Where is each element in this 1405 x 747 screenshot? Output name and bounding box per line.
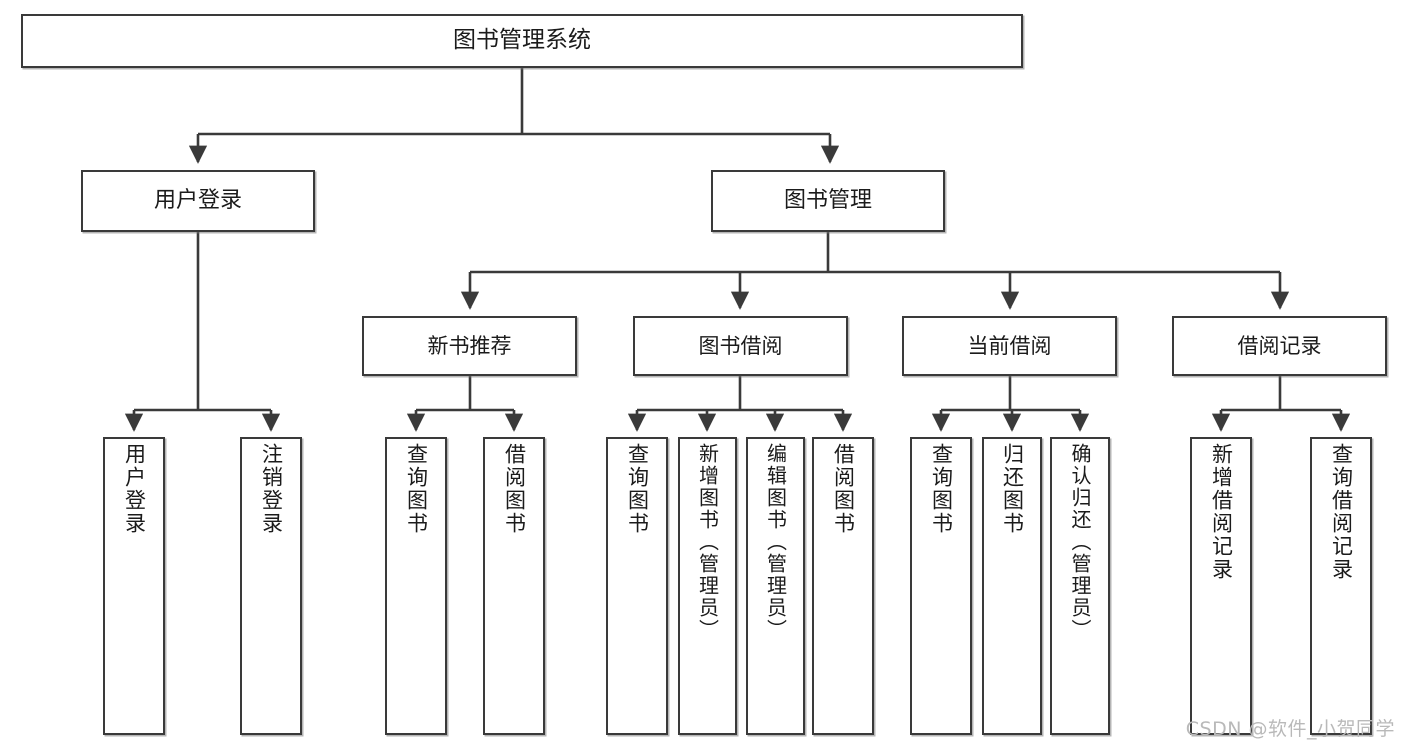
node-label: 借阅记录	[1237, 333, 1322, 358]
leaf-confirm-return-admin[interactable]: 确认归还（管理员）	[1050, 437, 1110, 735]
node-label: 注销登录	[259, 443, 284, 535]
leaf-borrow-book-recommend[interactable]: 借阅图书	[483, 437, 545, 735]
node-label: 确认归还（管理员）	[1068, 443, 1092, 641]
leaf-logout[interactable]: 注销登录	[240, 437, 302, 735]
node-label: 查询图书	[929, 443, 954, 535]
node-label: 用户登录	[122, 443, 147, 535]
leaf-add-book-admin[interactable]: 新增图书（管理员）	[678, 437, 737, 735]
leaf-return-book[interactable]: 归还图书	[982, 437, 1042, 735]
node-label: 查询图书	[625, 443, 650, 535]
node-current-borrow[interactable]: 当前借阅	[902, 316, 1117, 376]
leaf-add-borrow-record[interactable]: 新增借阅记录	[1190, 437, 1252, 735]
node-label: 新增借阅记录	[1209, 443, 1234, 581]
leaf-query-book-borrow[interactable]: 查询图书	[606, 437, 668, 735]
node-label: 当前借阅	[967, 333, 1052, 358]
node-label: 借阅图书	[831, 443, 856, 535]
node-new-book-recommend[interactable]: 新书推荐	[362, 316, 577, 376]
node-book-management[interactable]: 图书管理	[711, 170, 945, 232]
leaf-query-book-recommend[interactable]: 查询图书	[385, 437, 447, 735]
node-label: 查询图书	[404, 443, 429, 535]
leaf-query-borrow-record[interactable]: 查询借阅记录	[1310, 437, 1372, 735]
node-label: 归还图书	[1000, 443, 1025, 535]
leaf-borrow-book[interactable]: 借阅图书	[812, 437, 874, 735]
leaf-edit-book-admin[interactable]: 编辑图书（管理员）	[746, 437, 805, 735]
node-label: 编辑图书（管理员）	[763, 443, 788, 641]
leaf-user-login[interactable]: 用户登录	[103, 437, 165, 735]
node-label: 用户登录	[153, 188, 242, 214]
node-label: 新增图书（管理员）	[695, 443, 720, 641]
leaf-query-book-current[interactable]: 查询图书	[910, 437, 972, 735]
node-label: 查询借阅记录	[1329, 443, 1354, 581]
node-label: 新书推荐	[427, 333, 512, 358]
node-label: 借阅图书	[502, 443, 527, 535]
node-label: 图书借阅	[698, 333, 783, 358]
node-book-management-system[interactable]: 图书管理系统	[21, 14, 1023, 68]
node-book-borrow[interactable]: 图书借阅	[633, 316, 848, 376]
node-label: 图书管理系统	[453, 27, 591, 54]
node-user-login[interactable]: 用户登录	[81, 170, 315, 232]
watermark: CSDN @软件_小贺同学	[1185, 718, 1395, 740]
node-label: 图书管理	[783, 188, 872, 214]
node-borrow-record[interactable]: 借阅记录	[1172, 316, 1387, 376]
